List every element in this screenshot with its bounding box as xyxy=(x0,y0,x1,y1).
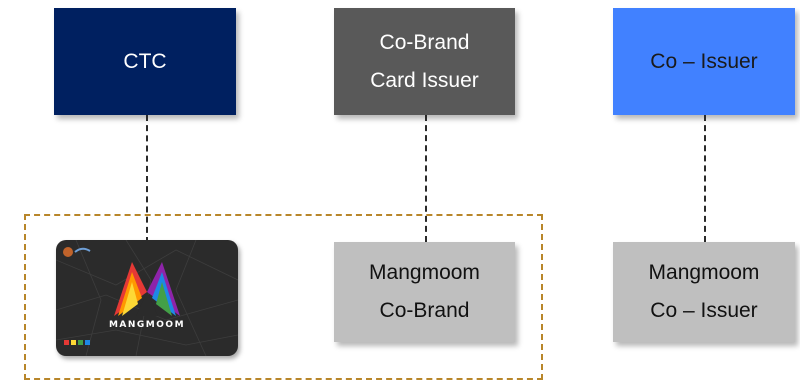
mangmoom-cobrand-box: Mangmoom Co-Brand xyxy=(334,242,515,342)
mangmoom-cobrand-label-line2: Co-Brand xyxy=(379,299,470,322)
cobrand-group-outline xyxy=(24,214,543,380)
connector-co-issuer xyxy=(704,115,706,242)
mangmoom-coissuer-box: Mangmoom Co – Issuer xyxy=(613,242,795,342)
connector-ctc-card xyxy=(146,115,148,243)
card-logo-icon xyxy=(63,247,73,257)
ctc-box: CTC xyxy=(54,8,236,115)
mangmoom-coissuer-label-line1: Mangmoom xyxy=(648,261,760,284)
card-brand-text: MANGMOOM xyxy=(108,320,186,330)
card-artwork xyxy=(56,240,238,356)
cobrand-card-issuer-box: Co-Brand Card Issuer xyxy=(334,8,515,115)
cobrand-issuer-label-line1: Co-Brand xyxy=(379,30,470,54)
co-issuer-box: Co – Issuer xyxy=(613,8,795,115)
mangmoom-coissuer-label-line2: Co – Issuer xyxy=(650,299,758,322)
mangmoom-cobrand-label-line1: Mangmoom xyxy=(369,261,480,284)
mangmoom-card-image: MANGMOOM xyxy=(56,240,238,356)
co-issuer-label: Co – Issuer xyxy=(650,49,758,73)
cobrand-issuer-label-line2: Card Issuer xyxy=(370,68,479,92)
ctc-label: CTC xyxy=(123,49,167,73)
connector-cobrand xyxy=(425,115,427,242)
